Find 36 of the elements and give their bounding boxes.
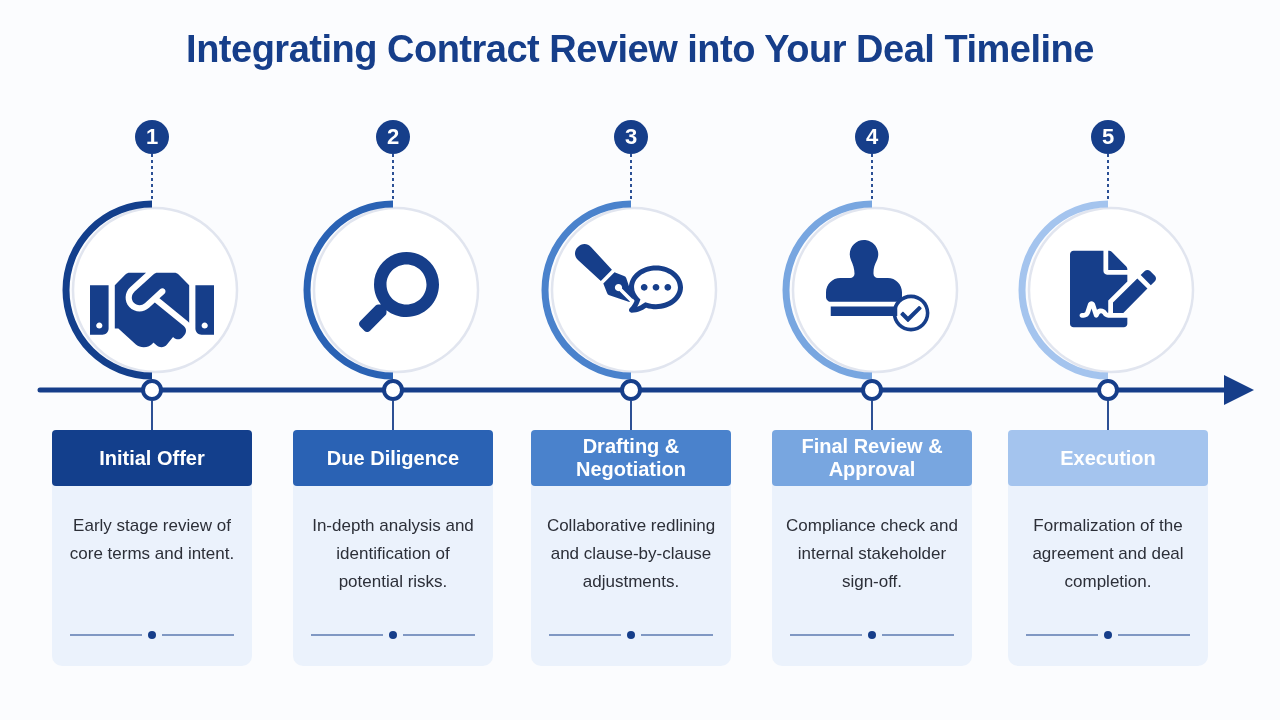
connector-line (392, 400, 394, 431)
timeline-marker (620, 379, 642, 401)
dotted-connector (630, 153, 632, 201)
step-card (1008, 430, 1208, 666)
step-title: Execution (1008, 430, 1208, 486)
step-description: In-depth analysis and identification of potential risks. (311, 515, 475, 593)
timeline-marker (861, 379, 883, 401)
dotted-connector (871, 153, 873, 201)
step-title: Due Diligence (293, 430, 493, 486)
diagram-title: Integrating Contract Review into Your Deal Timeline (185, 28, 1095, 71)
timeline-marker (382, 379, 404, 401)
step-description: Early stage review of core terms and intent. (68, 515, 236, 565)
connector-line (630, 400, 632, 431)
dotted-connector (151, 153, 153, 201)
connector-line (1107, 400, 1109, 431)
step-description: Formalization of the agreement and deal completion. (1031, 515, 1185, 593)
step-number: 2 (376, 120, 410, 154)
step-number: 5 (1091, 120, 1125, 154)
step-number: 3 (614, 120, 648, 154)
connector-line (151, 400, 153, 431)
step-description: Collaborative redlining and clause-by-clause adjustments. (545, 515, 717, 593)
timeline-marker (1097, 379, 1119, 401)
step-description: Compliance check and internal stakeholder sign-off. (786, 515, 958, 593)
connector-line (871, 400, 873, 431)
step-title: Initial Offer (52, 430, 252, 486)
step-title: Drafting & Negotiation (531, 430, 731, 486)
dotted-connector (392, 153, 394, 201)
step-card (531, 430, 731, 666)
step-card (772, 430, 972, 666)
step-card (52, 430, 252, 666)
step-number: 4 (855, 120, 889, 154)
step-number: 1 (135, 120, 169, 154)
step-title: Final Review & Approval (772, 430, 972, 486)
dotted-connector (1107, 153, 1109, 201)
step-card (293, 430, 493, 666)
timeline-marker (141, 379, 163, 401)
